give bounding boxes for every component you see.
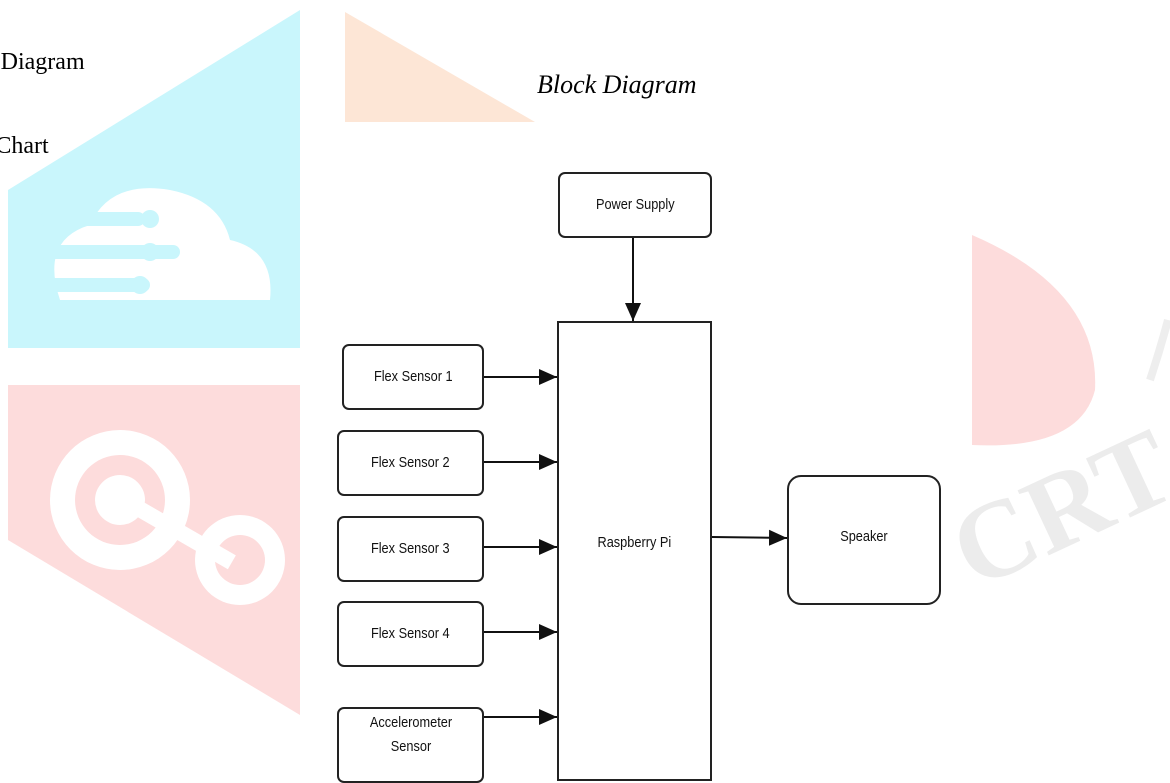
- node-flex-sensor-4-label: Flex Sensor 4: [371, 625, 450, 642]
- watermark-arc: [1146, 318, 1170, 382]
- watermark-peach-triangle: [345, 12, 535, 122]
- edge-pi-speaker: [711, 529, 788, 546]
- node-raspberry-pi: Raspberry Pi: [557, 321, 712, 781]
- node-speaker-label: Speaker: [840, 528, 888, 545]
- diagram-connectors: [484, 238, 788, 725]
- outline-item-block-diagram[interactable]: ck Diagram: [0, 49, 85, 75]
- node-raspberry-pi-label: Raspberry Pi: [597, 534, 672, 551]
- figure-title: Block Diagram: [537, 70, 697, 99]
- node-accelerometer-sensor-label: Accelerometer Sensor: [369, 714, 452, 755]
- watermark-right-shape: [972, 235, 1096, 446]
- node-flex-sensor-3-label: Flex Sensor 3: [371, 540, 450, 557]
- outline-item-flow-chart[interactable]: w Chart: [0, 133, 49, 159]
- node-power-supply: Power Supply: [558, 172, 712, 238]
- node-flex-sensor-1-label: Flex Sensor 1: [373, 368, 453, 385]
- watermark-gear-icon: [50, 430, 285, 605]
- node-flex-sensor-3: Flex Sensor 3: [337, 516, 484, 582]
- node-accelerometer-sensor: Accelerometer Sensor: [337, 707, 484, 783]
- node-flex-sensor-4: Flex Sensor 4: [337, 601, 484, 667]
- outline-list: ck Diagram w Chart: [0, 0, 113, 188]
- node-power-supply-label: Power Supply: [595, 196, 675, 213]
- watermark-circuit-icon: [40, 210, 180, 294]
- node-speaker: Speaker: [787, 475, 941, 605]
- node-flex-sensor-1: Flex Sensor 1: [342, 344, 484, 410]
- node-flex-sensor-2: Flex Sensor 2: [337, 430, 484, 496]
- node-flex-sensor-2-label: Flex Sensor 2: [371, 454, 450, 471]
